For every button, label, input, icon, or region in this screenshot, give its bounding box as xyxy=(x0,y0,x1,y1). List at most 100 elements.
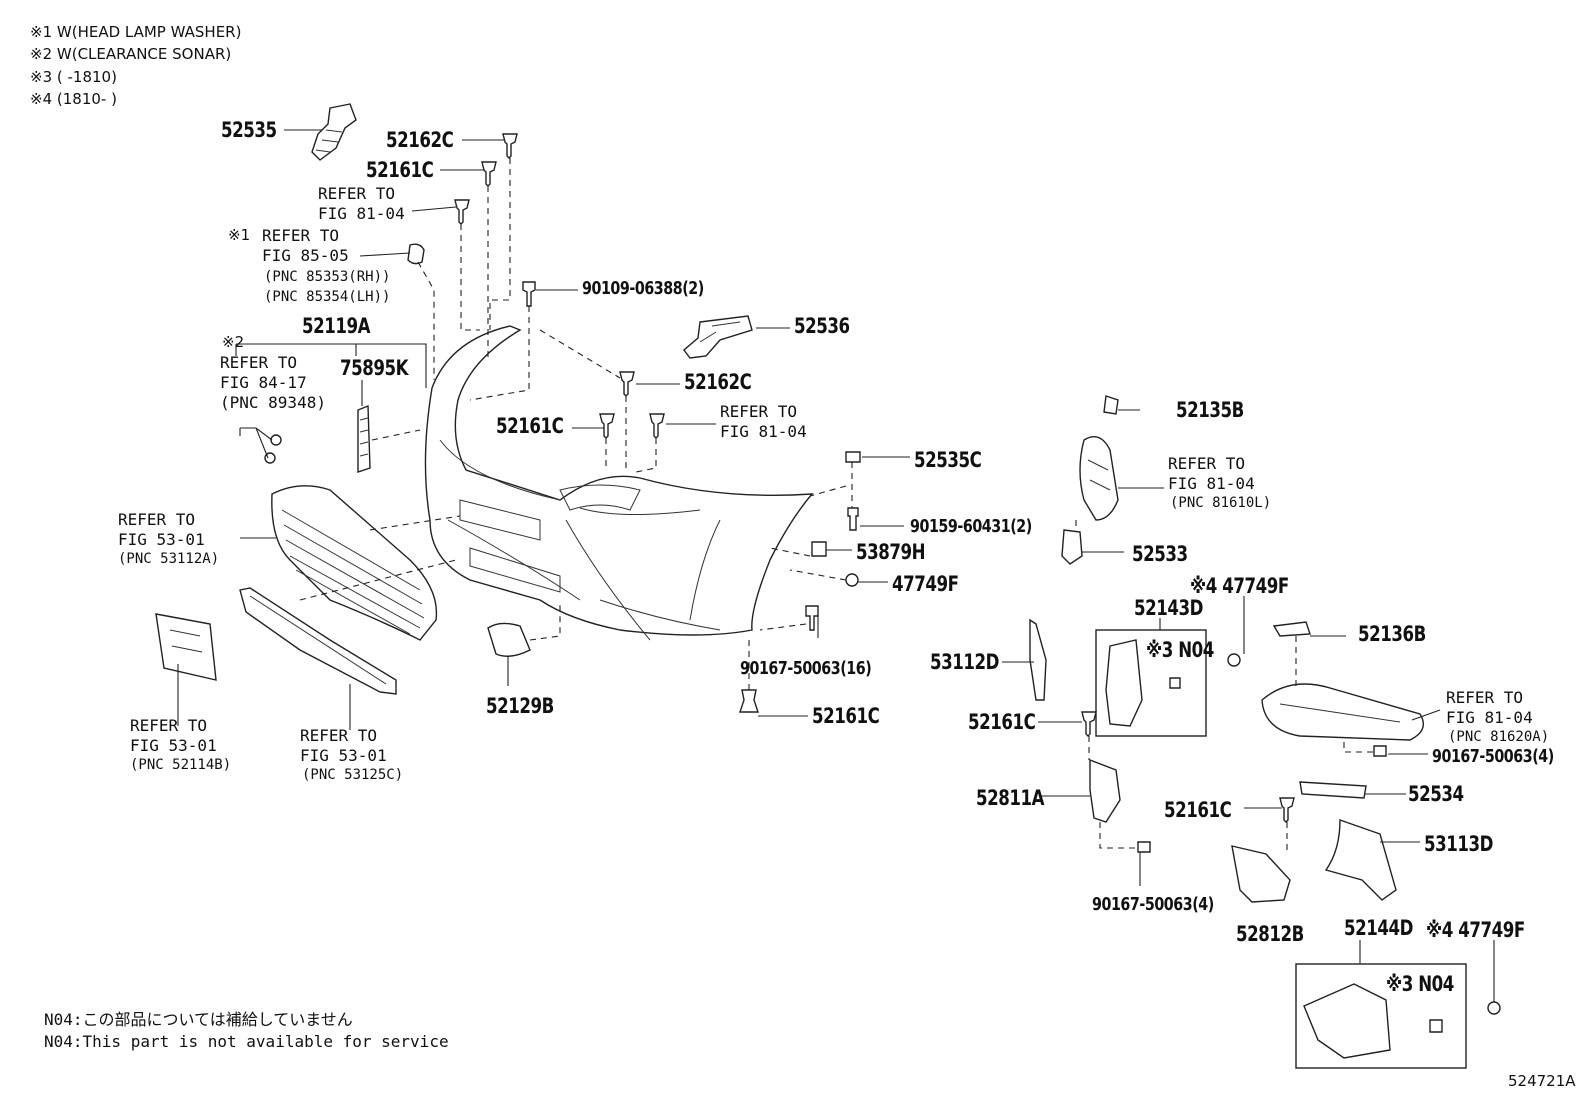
part-label-90109[interactable]: 90109-06388(2) xyxy=(582,278,704,299)
part-label-52162c-mid[interactable]: 52162C xyxy=(684,370,752,394)
pnc-53112a: (PNC 53112A) xyxy=(118,551,220,567)
pnc-52114b: (PNC 52114B) xyxy=(130,757,232,773)
part-label-75895k[interactable]: 75895K xyxy=(340,356,409,380)
part-label-90159[interactable]: 90159-60431(2) xyxy=(910,516,1032,537)
clip-refer-81-04-b xyxy=(649,413,665,439)
pnc-89348: (PNC 89348) xyxy=(220,393,326,412)
bolt-90109 xyxy=(522,281,536,307)
clip-52161c-r2 xyxy=(1279,797,1295,823)
leader-lines xyxy=(177,129,1495,1002)
reflector-75895k xyxy=(357,404,371,473)
refer-to-84-17-line1[interactable]: REFER TO xyxy=(220,353,298,372)
fog-lamp-upper-52135b xyxy=(1079,395,1119,521)
screw-90159 xyxy=(847,507,859,531)
clip-refer-81-04-a xyxy=(454,199,470,225)
part-label-52135b[interactable]: 52135B xyxy=(1176,398,1244,422)
nut-52535c xyxy=(845,451,861,463)
clip-52162c-top xyxy=(502,133,518,159)
n04-label-a[interactable]: ※3 N04 xyxy=(1146,638,1214,662)
tow-hook-cap xyxy=(487,622,531,657)
note-4: ※4 (1810- ) xyxy=(30,90,117,108)
screw-47749f xyxy=(845,573,859,587)
bumper-cover xyxy=(424,325,814,641)
refer-to-85-05-line2[interactable]: FIG 85-05 xyxy=(262,246,349,265)
refer-to-81-04-a-line1[interactable]: REFER TO xyxy=(318,184,396,203)
clip-52161c-r xyxy=(1081,711,1097,737)
part-label-52162c-top[interactable]: 52162C xyxy=(386,128,454,152)
part-label-52136b[interactable]: 52136B xyxy=(1358,622,1426,646)
part-label-52143d[interactable]: 52143D xyxy=(1134,596,1204,620)
clip-52161c-low xyxy=(739,689,759,713)
bracket-53112d xyxy=(1029,618,1047,701)
part-label-52144d[interactable]: 52144D xyxy=(1344,916,1414,940)
screw-47749f-r2 xyxy=(1487,1001,1501,1015)
clip-53879h xyxy=(811,541,827,557)
part-label-52161c-top[interactable]: 52161C xyxy=(366,158,434,182)
license-bracket xyxy=(155,613,217,681)
part-label-53113d[interactable]: 53113D xyxy=(1424,832,1494,856)
bracket-52812b xyxy=(1231,845,1291,903)
part-label-52129b[interactable]: 52129B xyxy=(486,694,554,718)
part-label-90167-4l[interactable]: 90167-50063(4) xyxy=(1092,894,1214,915)
part-label-52812b[interactable]: 52812B xyxy=(1236,922,1304,946)
pnc-85353: (PNC 85353(RH)) xyxy=(264,269,391,285)
bracket-52136b xyxy=(1272,621,1311,637)
refer-to-81-04-b-line1[interactable]: REFER TO xyxy=(720,402,798,421)
part-label-52535[interactable]: 52535 xyxy=(221,118,277,142)
part-label-47749f-r4b[interactable]: ※4 47749F xyxy=(1426,918,1525,942)
screw-90167-16 xyxy=(805,605,819,631)
part-label-47749f-mid[interactable]: 47749F xyxy=(892,572,959,596)
refer-to-81-04-c-line1[interactable]: REFER TO xyxy=(1168,454,1246,473)
lower-grille xyxy=(239,587,397,695)
refer-to-53-01-c-line1[interactable]: REFER TO xyxy=(300,726,378,745)
refer-to-81-04-b-line2[interactable]: FIG 81-04 xyxy=(720,422,807,441)
refer-to-53-01-b-line2[interactable]: FIG 53-01 xyxy=(130,736,217,755)
refer-to-81-04-c-line2[interactable]: FIG 81-04 xyxy=(1168,474,1255,493)
part-label-52534[interactable]: 52534 xyxy=(1408,782,1464,806)
figure-id: 524721A xyxy=(1508,1072,1576,1090)
part-label-52119a[interactable]: 52119A xyxy=(302,314,371,338)
part-label-52811a[interactable]: 52811A xyxy=(976,786,1045,810)
part-label-53879h[interactable]: 53879H xyxy=(856,540,926,564)
clip-52161c-mid xyxy=(599,413,615,439)
box-52143d xyxy=(1095,629,1207,737)
bracket-52536 xyxy=(683,315,753,359)
pnc-53125c: (PNC 53125C) xyxy=(302,767,404,783)
pnc-85354: (PNC 85354(LH)) xyxy=(264,289,391,305)
clip-52161c-top xyxy=(481,161,497,187)
part-label-52536[interactable]: 52536 xyxy=(794,314,850,338)
grille xyxy=(271,485,438,641)
part-label-52533[interactable]: 52533 xyxy=(1132,542,1188,566)
refer-to-81-04-d-line2[interactable]: FIG 81-04 xyxy=(1446,708,1533,727)
part-label-52535c[interactable]: 52535C xyxy=(914,448,982,472)
part-label-52161c-low[interactable]: 52161C xyxy=(812,704,880,728)
refer-84-17-mark: ※2 xyxy=(222,333,245,351)
refer-to-53-01-c-line2[interactable]: FIG 53-01 xyxy=(300,746,387,765)
part-label-52161c-r[interactable]: 52161C xyxy=(968,710,1036,734)
note-1: ※1 W(HEAD LAMP WASHER) xyxy=(30,23,242,41)
part-label-53112d[interactable]: 53112D xyxy=(930,650,1000,674)
refer-to-85-05-line1[interactable]: REFER TO xyxy=(262,226,340,245)
note-2: ※2 W(CLEARANCE SONAR) xyxy=(30,45,232,63)
refer-to-53-01-b-line1[interactable]: REFER TO xyxy=(130,716,208,735)
footer-note-en: N04:This part is not available for servi… xyxy=(44,1032,449,1051)
refer-to-81-04-a-line2[interactable]: FIG 81-04 xyxy=(318,204,405,223)
pnc-81620a: (PNC 81620A) xyxy=(1448,729,1550,745)
refer-to-53-01-a-line2[interactable]: FIG 53-01 xyxy=(118,530,205,549)
n04-label-b[interactable]: ※3 N04 xyxy=(1386,972,1454,996)
screw-47749f-r xyxy=(1227,653,1241,667)
washer-cap xyxy=(407,243,425,265)
part-label-52161c-r2[interactable]: 52161C xyxy=(1164,798,1232,822)
part-label-90167-16[interactable]: 90167-50063(16) xyxy=(740,658,872,679)
pnc-81610l: (PNC 81610L) xyxy=(1170,495,1272,511)
refer-85-05-mark: ※1 xyxy=(228,226,251,244)
refer-to-81-04-d-line1[interactable]: REFER TO xyxy=(1446,688,1524,707)
screw-90167-4r xyxy=(1373,745,1387,757)
box-52144d xyxy=(1295,963,1467,1069)
part-label-47749f-r4[interactable]: ※4 47749F xyxy=(1190,574,1289,598)
part-label-52161c-mid[interactable]: 52161C xyxy=(496,414,564,438)
part-label-90167-4r[interactable]: 90167-50063(4) xyxy=(1432,746,1554,767)
refer-to-53-01-a-line1[interactable]: REFER TO xyxy=(118,510,196,529)
refer-to-84-17-line2[interactable]: FIG 84-17 xyxy=(220,373,307,392)
